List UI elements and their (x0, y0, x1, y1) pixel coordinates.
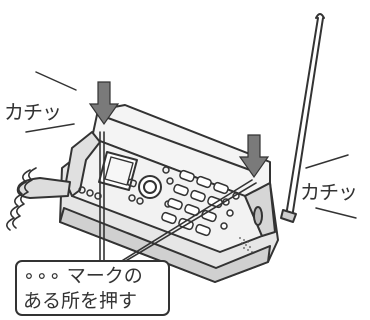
sound-label-left: カチッ (4, 100, 62, 124)
callout-leader-lines (99, 131, 257, 263)
click-lines-right (305, 154, 357, 219)
navigation-dial (138, 175, 162, 199)
click-lines-left (25, 71, 77, 133)
callout-line-1: マークの (66, 265, 143, 287)
callout-dots-mark: ∘∘∘ (23, 265, 62, 287)
display-screen (98, 151, 138, 191)
press-arrow-right (238, 134, 270, 179)
press-arrow-left (88, 81, 120, 126)
speaker-grille (239, 237, 253, 253)
callout-line-2: ある所を押す (23, 290, 138, 312)
handset (16, 131, 101, 199)
sound-label-right: カチッ (300, 180, 358, 204)
instruction-callout: ∘∘∘マークの ある所を押す (15, 260, 170, 316)
coiled-cord (6, 167, 37, 231)
antenna (280, 13, 325, 223)
